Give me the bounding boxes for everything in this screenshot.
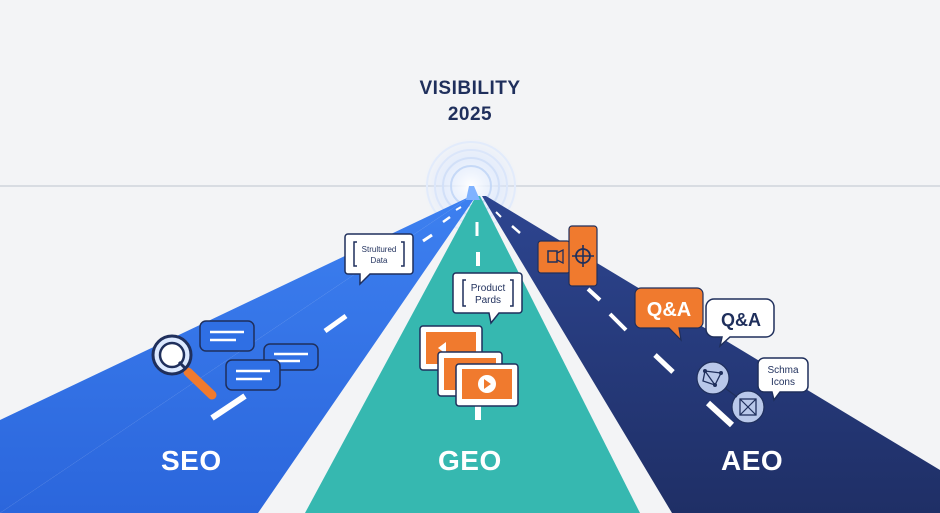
product-cards-line1: Product [471, 283, 506, 294]
page-title-line2: 2025 [447, 104, 493, 125]
seo-label: SEO [161, 445, 222, 476]
structured-data-callout [344, 233, 414, 286]
network-node-icon [696, 361, 765, 424]
schema-icons-line1: Schma [767, 365, 799, 376]
aeo-label: AEO [721, 445, 784, 476]
qa-orange-bubble [634, 287, 704, 342]
schema-icons-bubble [757, 357, 809, 402]
qa-white-text: Q&A [721, 310, 761, 330]
road-tip [466, 186, 480, 200]
geo-label: GEO [438, 445, 502, 476]
structured-data-line2: Data [371, 256, 388, 265]
product-cards-line2: Pards [475, 295, 501, 306]
page-title-line1: VISIBILITY [419, 78, 521, 99]
chat-bubble-icon [199, 320, 319, 391]
magnifier-icon [151, 334, 217, 400]
seo-road-edge [0, 196, 471, 513]
qa-white-bubble [705, 298, 775, 349]
product-cards-callout [452, 272, 523, 325]
qa-orange-text: Q&A [647, 299, 691, 321]
schema-icons-line2: Icons [771, 377, 795, 388]
seo-road [0, 196, 476, 513]
video-card-icon [419, 325, 519, 407]
crosshair-icon [537, 225, 598, 287]
structured-data-line1: Strultured [362, 245, 397, 254]
